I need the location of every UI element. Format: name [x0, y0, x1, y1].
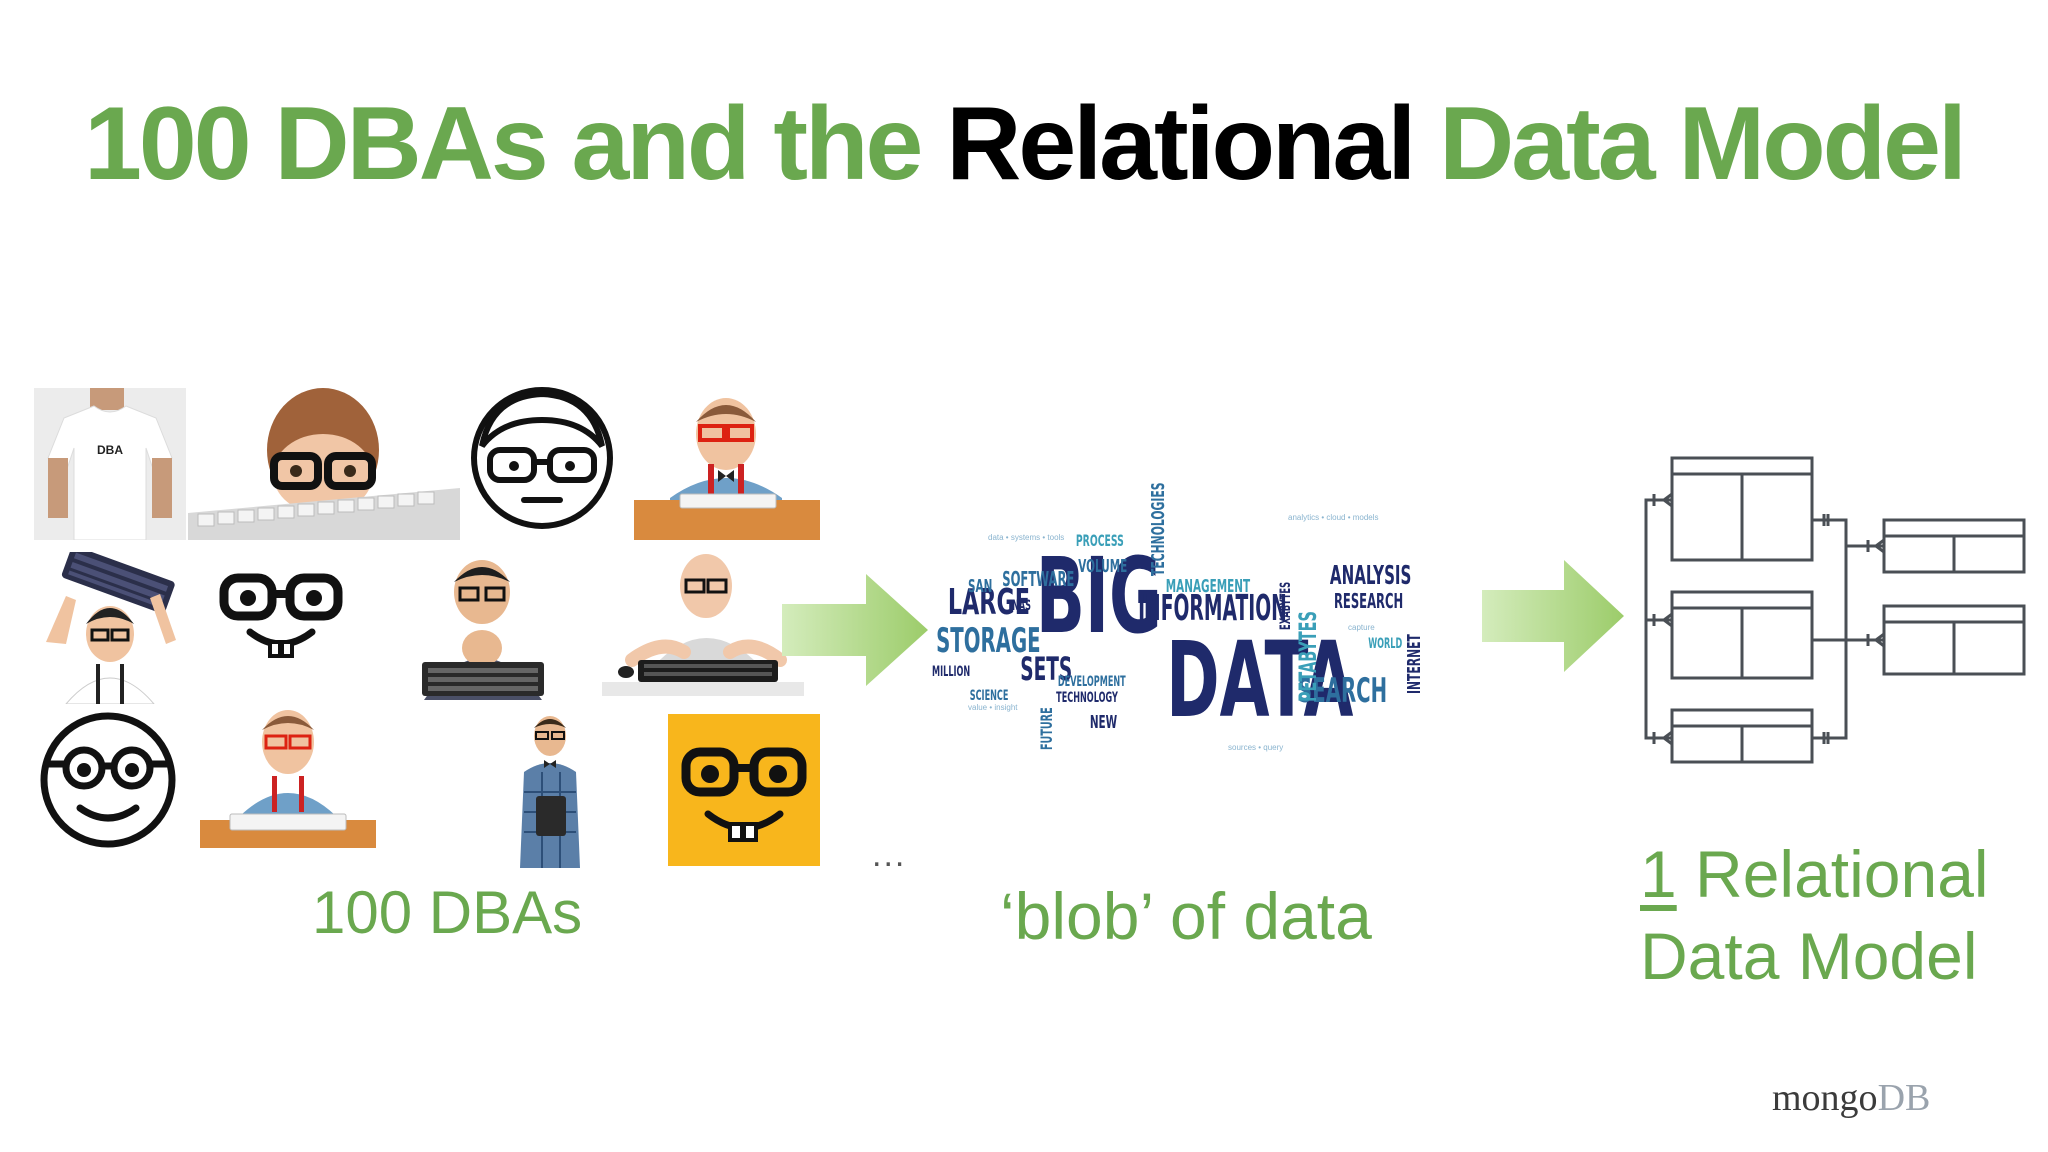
photo-keyboard-overhead [26, 552, 194, 704]
photo-dba-tshirt: DBA [34, 388, 186, 540]
model-label-rest: Relational [1676, 837, 1989, 911]
svg-text:sources • query: sources • query [1228, 743, 1283, 752]
blob-of-data-label: ‘blob’ of data [1000, 879, 1372, 953]
word-technology: TECHNOLOGY [1056, 689, 1118, 706]
word-million: MILLION [932, 663, 970, 680]
model-label-line2: Data Model [1640, 919, 1978, 993]
right-arrow-icon-1 [782, 574, 928, 686]
big-data-word-cloud: data • systems • tools analytics • cloud… [932, 482, 1464, 765]
logo-mongo: mongo [1772, 1077, 1878, 1119]
photo-standing-nerd [502, 712, 598, 868]
title-part-1: 100 DBAs and the [84, 86, 923, 202]
logo-db: DB [1877, 1077, 1931, 1119]
photo-nerd-hands-clasped [410, 552, 556, 700]
photo-nerd-red-glasses [634, 388, 820, 540]
word-sets: SETS [1020, 652, 1072, 689]
word-data: DATA [1166, 621, 1353, 741]
word-science: SCIENCE [970, 687, 1009, 704]
svg-text:value • insight: value • insight [968, 703, 1018, 712]
relational-model-label: 1 Relational Data Model [1640, 833, 1989, 997]
dbas-label: 100 DBAs [312, 879, 583, 946]
word-large: LARGE [948, 582, 1030, 624]
yellow-nerd-emoji-icon [668, 714, 820, 866]
smiley-glasses-icon [30, 706, 186, 852]
nerd-teeth-icon [214, 560, 348, 670]
ellipsis-text: ... [872, 836, 907, 874]
svg-text:analytics • cloud • models: analytics • cloud • models [1288, 513, 1379, 522]
word-new: NEW [1090, 712, 1117, 733]
word-volume: VOLUME [1078, 556, 1127, 577]
word-nas: NAS [1012, 597, 1031, 614]
svg-text:data • systems • tools: data • systems • tools [988, 533, 1064, 542]
title-part-2: Relational [946, 86, 1416, 202]
right-arrow-icon-2 [1482, 560, 1624, 672]
word-big: BIG [1036, 537, 1162, 657]
word-management: MANAGEMENT [1166, 576, 1250, 597]
word-search: SEARCH [1298, 670, 1387, 710]
word-petabytes: PETABYTES [1294, 611, 1322, 702]
word-technologies: TECHNOLOGIES [1148, 482, 1169, 576]
word-analysis: ANALYSIS [1330, 561, 1411, 592]
nerd-face-lineart-icon [462, 380, 622, 532]
word-research: RESEARCH [1334, 590, 1403, 613]
model-count: 1 [1640, 837, 1677, 911]
word-software: SOFTWARE [1002, 568, 1074, 591]
word-information: INFORMATION [1138, 586, 1287, 629]
mongodb-logo: mongoDB [1772, 1076, 1930, 1120]
word-internet: INTERNET [1404, 634, 1425, 694]
word-process: PROCESS [1076, 533, 1124, 551]
tshirt-text: DBA [97, 443, 123, 457]
relational-model-diagram [1644, 456, 2026, 764]
photo-bald-nerd [602, 548, 804, 696]
word-storage: STORAGE [936, 620, 1040, 660]
photo-nerd-red-glasses-2 [200, 696, 376, 848]
word-san: SAN [968, 576, 992, 597]
word-development: DEVELOPMENT [1058, 673, 1126, 690]
photo-peeking-nerd [188, 388, 460, 540]
word-future: FUTURE [1039, 707, 1057, 750]
slide-title: 100 DBAs and the Relational Data Model [0, 92, 2048, 196]
svg-text:capture: capture [1348, 623, 1375, 632]
title-part-3: Data Model [1439, 86, 1967, 202]
word-exabytes: EXABYTES [1277, 582, 1294, 630]
word-world: WORLD [1368, 635, 1402, 652]
